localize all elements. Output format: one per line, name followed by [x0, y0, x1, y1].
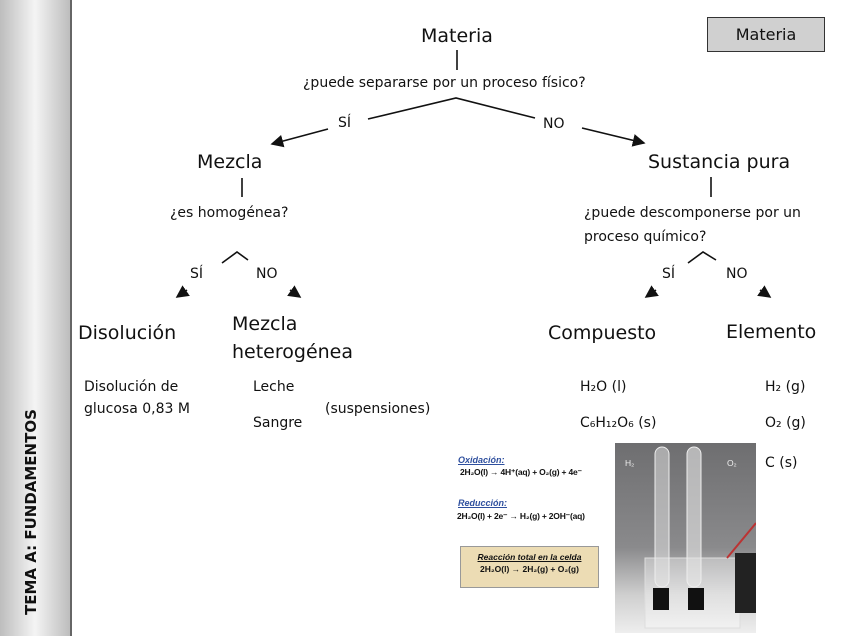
total-reaction-box: Reacción total en la celda 2H₂O(l) → 2H₂…: [460, 546, 599, 588]
pure-yes-arrow: [644, 285, 659, 298]
element-example: O₂ (g): [765, 415, 806, 431]
pure-question-1: ¿puede descomponerse por un: [584, 205, 801, 221]
mixture-yes: SÍ: [190, 266, 204, 282]
solution-example-1: Disolución de: [84, 379, 179, 395]
electrolysis-apparatus: [644, 446, 757, 629]
pure-title: Sustancia pura: [648, 151, 791, 173]
materia-box-label: Materia: [735, 25, 797, 44]
root-title: Materia: [421, 25, 493, 47]
element-example: H₂ (g): [765, 379, 806, 395]
heterogeneous-title-1: Mezcla: [232, 313, 298, 335]
mixture-question: ¿es homogénea?: [170, 205, 289, 221]
pure-branch: [687, 251, 717, 264]
oxidation-label: Oxidación:: [458, 455, 505, 465]
oxidation-equation: 2H₂O(l) → 4H⁺(aq) + O₂(g) + 4e⁻: [460, 467, 582, 477]
pure-no-arrow: [757, 285, 772, 298]
element-title: Elemento: [726, 321, 817, 343]
solution-example-2: glucosa 0,83 M: [84, 401, 190, 417]
compound-example: C₆H₁₂O₆ (s): [580, 415, 657, 431]
total-reaction-label: Reacción total en la celda: [477, 552, 582, 562]
no-arrow: [581, 127, 646, 147]
root-question: ¿puede separarse por un proceso físico?: [303, 75, 586, 91]
mixture-yes-arrow: [175, 285, 190, 298]
reduction-label: Reducción:: [458, 498, 508, 508]
compound-example: H₂O (l): [580, 379, 627, 395]
suspensions-note: (suspensiones): [325, 401, 431, 417]
heterogeneous-example: Leche: [253, 379, 295, 395]
total-reaction-equation: 2H₂O(l) → 2H₂(g) + O₂(g): [480, 564, 579, 574]
electrolysis-figure: Oxidación: 2H₂O(l) → 4H⁺(aq) + O₂(g) + 4…: [455, 443, 757, 635]
root-no: NO: [543, 116, 565, 132]
pure-no: NO: [726, 266, 748, 282]
pure-question-2: proceso químico?: [584, 229, 707, 245]
solution-title: Disolución: [78, 322, 177, 344]
electrolysis-photo: H₂ O₂: [615, 443, 757, 633]
mixture-branch: [221, 251, 249, 264]
compound-title: Compuesto: [548, 322, 657, 344]
root-branch: [367, 97, 536, 120]
mixture-no-arrow: [287, 285, 302, 298]
materia-box: Materia: [707, 17, 825, 52]
mixture-no: NO: [256, 266, 278, 282]
heterogeneous-title-2: heterogénea: [232, 341, 354, 363]
yes-arrow: [270, 128, 329, 148]
element-example: C (s): [765, 455, 798, 471]
tube-label-h2: H₂: [625, 458, 635, 468]
reduction-equation: 2H₂O(l) + 2e⁻ → H₂(g) + 2OH⁻(aq): [457, 511, 585, 521]
root-yes: SÍ: [338, 115, 352, 131]
heterogeneous-example: Sangre: [253, 415, 303, 431]
sidebar: TEMA A: FUNDAMENTOS: [0, 0, 72, 636]
tube-label-o2: O₂: [727, 458, 737, 468]
mixture-title: Mezcla: [197, 151, 263, 173]
pure-yes: SÍ: [662, 266, 676, 282]
